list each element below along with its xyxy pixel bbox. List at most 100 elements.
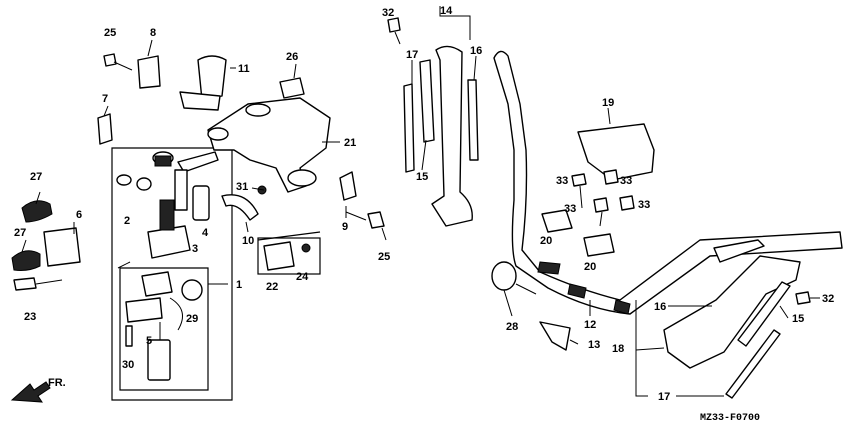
band-28 [491, 261, 517, 291]
callout-22: 22 [266, 281, 278, 293]
callout-19: 19 [602, 97, 614, 109]
holder-frame [257, 237, 321, 275]
rubber-15-left [419, 59, 435, 143]
ignition-switch-assembly [111, 147, 233, 401]
switch-body-2 [147, 225, 191, 259]
assembly-frame-3 [119, 267, 209, 391]
callout-17-left: 17 [406, 49, 418, 61]
callout-11: 11 [238, 63, 250, 75]
cover-11 [197, 55, 227, 101]
callout-16-left: 16 [470, 45, 482, 57]
leader-lines [21, 39, 820, 397]
grommet-left [116, 174, 132, 186]
callout-33-d: 33 [638, 199, 650, 211]
band-10 [221, 194, 259, 221]
rubber-15-right [737, 281, 791, 347]
callout-13: 13 [588, 339, 600, 351]
callout-33-c: 33 [564, 203, 576, 215]
lock-cylinder-body [154, 155, 172, 167]
callout-labels: 1 2 3 4 5 6 7 8 9 10 11 12 13 14 15 15 1… [14, 5, 834, 424]
bracket-9 [339, 171, 357, 201]
strip-17-right [725, 329, 781, 399]
callout-1: 1 [236, 279, 242, 291]
callout-18: 18 [612, 343, 624, 355]
callout-25-mid: 25 [378, 251, 390, 263]
callout-6: 6 [76, 209, 82, 221]
connector [147, 339, 171, 381]
callout-32-top: 32 [382, 7, 394, 19]
callout-32-right: 32 [822, 293, 834, 305]
bolt-32-right [795, 291, 811, 305]
key-7 [97, 113, 113, 145]
callout-12: 12 [584, 319, 596, 331]
clip-13 [539, 321, 571, 351]
switch-plate-5 [125, 297, 163, 323]
callout-4: 4 [202, 227, 209, 239]
callout-9: 9 [342, 221, 348, 233]
diagram-code: MZ33-F0700 [700, 413, 760, 424]
callout-17-right: 17 [658, 391, 670, 403]
callout-15-right: 15 [792, 313, 804, 325]
contact-unit-3 [141, 271, 173, 297]
gear-29 [181, 279, 203, 301]
wire-clamp-27-upper [21, 200, 53, 223]
holder-20-lower [583, 233, 615, 257]
callout-33-b: 33 [620, 175, 632, 187]
callout-16-right: 16 [654, 301, 666, 313]
callout-27-lower: 27 [14, 227, 26, 239]
callout-7: 7 [102, 93, 108, 105]
sleeve-4 [192, 185, 210, 221]
grommet-26 [279, 77, 305, 99]
callout-10: 10 [242, 235, 254, 247]
switch-shaft [174, 169, 188, 211]
bracket-6 [43, 227, 81, 267]
callout-23: 23 [24, 311, 36, 323]
callout-5: 5 [146, 335, 152, 347]
callout-21: 21 [344, 137, 356, 149]
callout-8: 8 [150, 27, 156, 39]
screw-24 [301, 243, 311, 253]
key-insert [177, 151, 219, 173]
left-handlebar-group [387, 6, 479, 227]
callout-33-a: 33 [556, 175, 568, 187]
bulb-30 [125, 325, 133, 347]
grommet-right [136, 177, 152, 191]
main-handlebar [491, 50, 843, 399]
callout-26: 26 [286, 51, 298, 63]
callout-29: 29 [186, 313, 198, 325]
callout-27-upper: 27 [30, 171, 42, 183]
bolt-25-head [103, 53, 117, 67]
callout-2: 2 [124, 215, 130, 227]
wire-clamp-27-lower [11, 250, 41, 271]
switch-rod [159, 199, 175, 231]
holder-20-upper [541, 209, 573, 233]
callout-20-lower: 20 [584, 261, 596, 273]
bolt-23 [13, 277, 37, 291]
callout-30: 30 [122, 359, 134, 371]
bolt-25b-head [367, 211, 385, 229]
front-label: FR. [48, 377, 66, 389]
callout-24: 24 [296, 271, 309, 283]
callout-20-upper: 20 [540, 235, 552, 247]
callout-15-left: 15 [416, 171, 428, 183]
front-direction-indicator: FR. [10, 377, 66, 403]
upper-left-fasteners [97, 53, 227, 145]
cover-19 [577, 123, 655, 181]
bolt-32-top [387, 17, 401, 33]
mid-parts [257, 171, 385, 275]
callout-25-top: 25 [104, 27, 116, 39]
callout-14: 14 [440, 5, 453, 17]
callout-28: 28 [506, 321, 518, 333]
holder-22 [263, 241, 295, 271]
callout-3: 3 [192, 243, 198, 255]
front-arrow-icon [10, 381, 51, 403]
handlebar-14 [431, 45, 473, 227]
wire [169, 297, 183, 331]
strip-17-left [403, 83, 415, 173]
assembly-frame-1 [111, 147, 233, 401]
callout-31: 31 [236, 181, 248, 193]
top-bridge [207, 77, 331, 221]
strip-16-left [467, 79, 479, 161]
